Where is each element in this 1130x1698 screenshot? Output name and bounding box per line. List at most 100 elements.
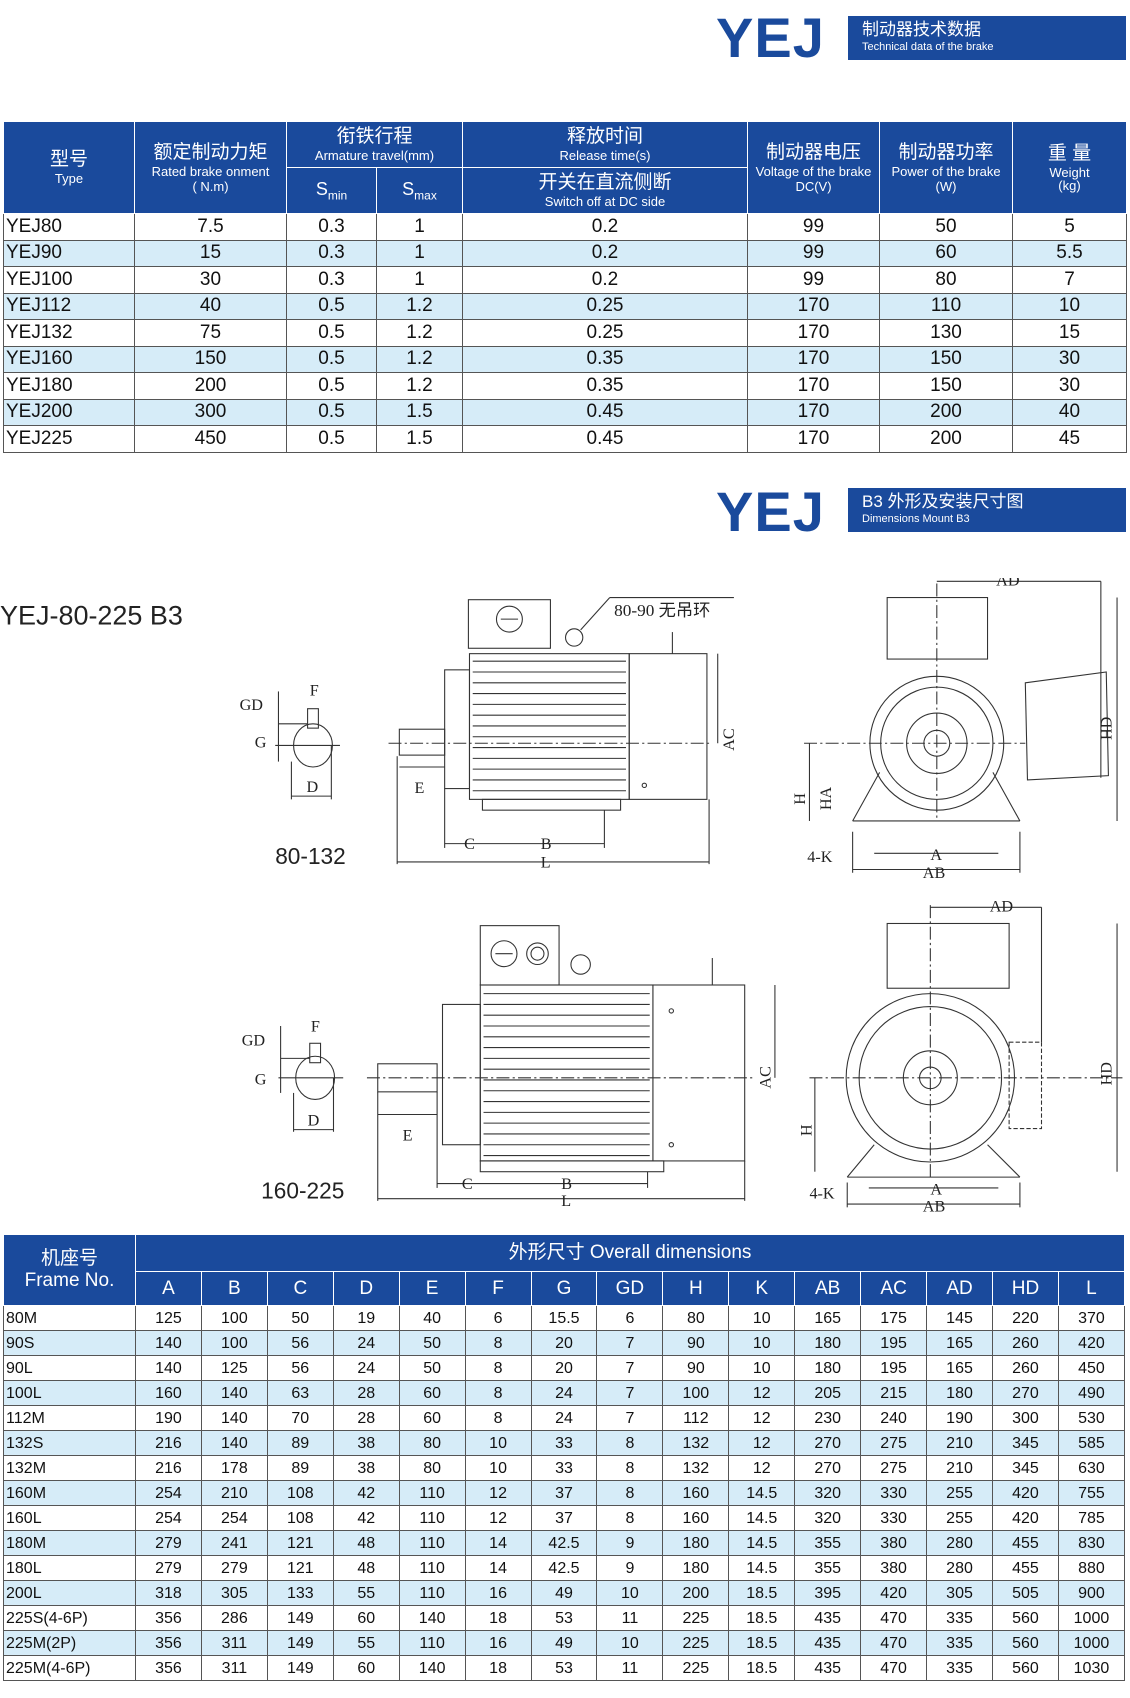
table-cell: 14.5	[728, 1555, 796, 1581]
table-cell: 99	[747, 213, 880, 241]
table-cell: 270	[794, 1455, 862, 1481]
table-cell: 0.3	[286, 239, 377, 267]
table-cell: 100L	[3, 1380, 136, 1406]
table-cell: 53	[530, 1605, 598, 1631]
label-B: B	[561, 1176, 572, 1193]
table-cell: 318	[135, 1580, 202, 1606]
column-header: G	[530, 1271, 598, 1306]
table-cell: 140	[398, 1605, 466, 1631]
section-title-en: Technical data of the brake	[862, 41, 994, 53]
table-cell: 455	[991, 1555, 1059, 1581]
table-cell: 0.35	[462, 372, 748, 400]
table-cell: 170	[747, 345, 880, 373]
motor-side-view-2	[366, 925, 776, 1201]
label-F: F	[311, 1018, 320, 1035]
table-cell: 14.5	[728, 1480, 796, 1506]
table-cell: 12	[728, 1455, 796, 1481]
table-cell: 180	[662, 1555, 730, 1581]
table-cell: 210	[200, 1480, 268, 1506]
column-header: B	[200, 1271, 268, 1306]
table-cell: 133	[266, 1580, 334, 1606]
table-cell: 170	[747, 425, 880, 453]
table-cell: 205	[794, 1380, 862, 1406]
table-cell: 11	[596, 1655, 664, 1681]
table-cell: 165	[926, 1355, 993, 1381]
header-label: 重 量	[1047, 143, 1092, 164]
table-cell: 280	[926, 1530, 993, 1556]
table-cell: 0.5	[286, 372, 377, 400]
motor-front-view-1	[804, 580, 1118, 873]
table-cell: 345	[991, 1455, 1059, 1481]
section-title-box: 制动器技术数据 Technical data of the brake	[848, 16, 1126, 60]
table-cell: 48	[332, 1530, 400, 1556]
section-title-zh: 制动器技术数据	[862, 20, 981, 39]
label-F: F	[310, 683, 319, 700]
table-cell: 260	[991, 1355, 1059, 1381]
table-cell: 132	[662, 1455, 730, 1481]
table-cell: 110	[398, 1630, 466, 1656]
table-cell: 10	[596, 1580, 664, 1606]
column-header: GD	[596, 1271, 664, 1306]
header-label: Power of the brake	[891, 163, 1001, 179]
table-cell: 12	[464, 1505, 532, 1531]
table-cell: 125	[200, 1355, 268, 1381]
table-cell: 30	[134, 266, 287, 294]
table-cell: 37	[530, 1480, 598, 1506]
table-cell: 55	[332, 1630, 400, 1656]
header-label: Armature travel(mm)	[314, 148, 435, 163]
table-cell: 9	[596, 1530, 664, 1556]
table-cell: 216	[135, 1455, 202, 1481]
table-cell: 14.5	[728, 1530, 796, 1556]
table-cell: 1.2	[376, 345, 463, 373]
table-cell: 80	[879, 266, 1013, 294]
table-cell: 311	[200, 1630, 268, 1656]
table-cell: 48	[332, 1555, 400, 1581]
table-cell: 0.2	[462, 266, 748, 294]
table-cell: 90	[662, 1330, 730, 1356]
dimension-drawing: YEJ-80-225 B3 80-132 160-225 GD F G D 80…	[0, 578, 1123, 1215]
table-cell: 60	[879, 239, 1013, 267]
table-cell: 630	[1057, 1455, 1126, 1481]
table-cell: 140	[135, 1355, 202, 1381]
table-cell: 56	[266, 1330, 334, 1356]
table-cell: 8	[464, 1405, 532, 1431]
table-cell: 0.5	[286, 425, 377, 453]
table-cell: 140	[135, 1330, 202, 1356]
table-cell: 15	[1012, 319, 1127, 347]
label-A: A	[930, 1181, 942, 1198]
table-cell: 1.5	[376, 398, 463, 426]
column-header: HD	[991, 1271, 1059, 1306]
table-cell: 8	[464, 1330, 532, 1356]
table-cell: 140	[200, 1405, 268, 1431]
table-cell: 55	[332, 1580, 400, 1606]
header-label: 制动器功率	[898, 141, 994, 163]
table-cell: 121	[266, 1530, 334, 1556]
column-header: AB	[794, 1271, 862, 1306]
table-cell: 241	[200, 1530, 268, 1556]
table-cell: 335	[926, 1605, 993, 1631]
table-cell: 560	[991, 1655, 1059, 1681]
table-cell: 530	[1057, 1405, 1126, 1431]
table-cell: 270	[794, 1430, 862, 1456]
header-label: Switch off at DC side	[544, 194, 666, 209]
table-cell: 9	[596, 1555, 664, 1581]
table-cell: 255	[926, 1480, 993, 1506]
table-cell: 330	[860, 1505, 928, 1531]
table-cell: 225M(2P)	[3, 1630, 136, 1656]
table-cell: 0.5	[286, 345, 377, 373]
table-cell: 160	[662, 1480, 730, 1506]
table-cell: 132S	[3, 1430, 136, 1456]
table-cell: 24	[332, 1355, 400, 1381]
table-cell: 195	[860, 1330, 928, 1356]
table-cell: 5.5	[1012, 239, 1127, 267]
label-B: B	[541, 836, 552, 853]
label-AC: AC	[758, 1066, 775, 1088]
table-cell: 216	[135, 1430, 202, 1456]
table-cell: 28	[332, 1380, 400, 1406]
